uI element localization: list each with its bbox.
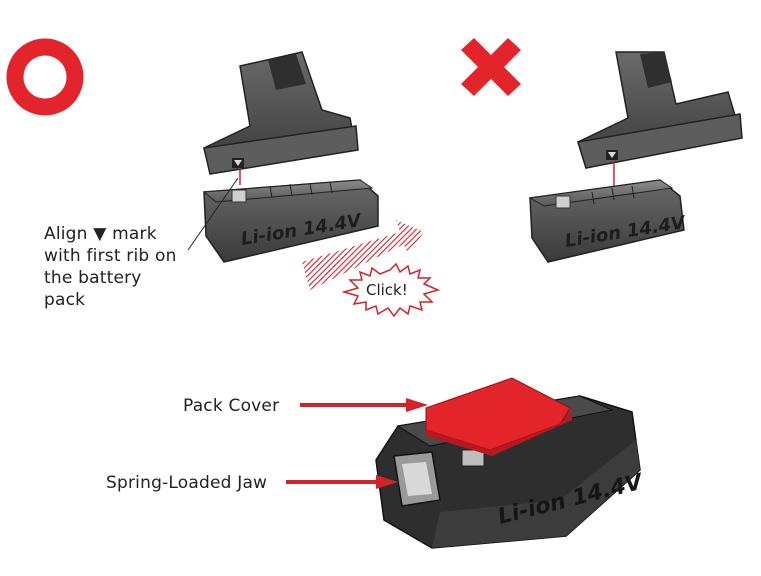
circle-check-icon xyxy=(6,38,84,116)
align-line-2: with first rib on xyxy=(44,246,177,266)
align-line-4: pack xyxy=(44,290,86,310)
align-line-3: the battery xyxy=(44,268,142,288)
battery-pack-wrong: Li-ion 14.4V xyxy=(528,179,688,263)
cross-x-icon xyxy=(461,38,521,96)
battery-pack-correct: Li-ion 14.4V xyxy=(202,179,379,263)
click-label: Click! xyxy=(366,281,408,299)
spring-jaw-label: Spring-Loaded Jaw xyxy=(106,473,268,493)
click-starburst xyxy=(341,262,441,318)
slide-direction-arrow xyxy=(302,220,424,290)
tool-handle-wrong xyxy=(577,51,743,169)
pack-cover-label: Pack Cover xyxy=(183,396,280,416)
align-leader-line xyxy=(187,177,239,251)
tool-handle-correct xyxy=(203,51,359,175)
battery-pack-closeup: Li-ion 14.4V xyxy=(375,377,647,549)
pack-cover-arrow xyxy=(300,398,428,412)
align-instruction-label: Align ▼ mark with first rib on the batte… xyxy=(44,223,194,311)
align-line-1: Align ▼ mark xyxy=(44,224,157,244)
spring-jaw-arrow xyxy=(286,475,398,489)
